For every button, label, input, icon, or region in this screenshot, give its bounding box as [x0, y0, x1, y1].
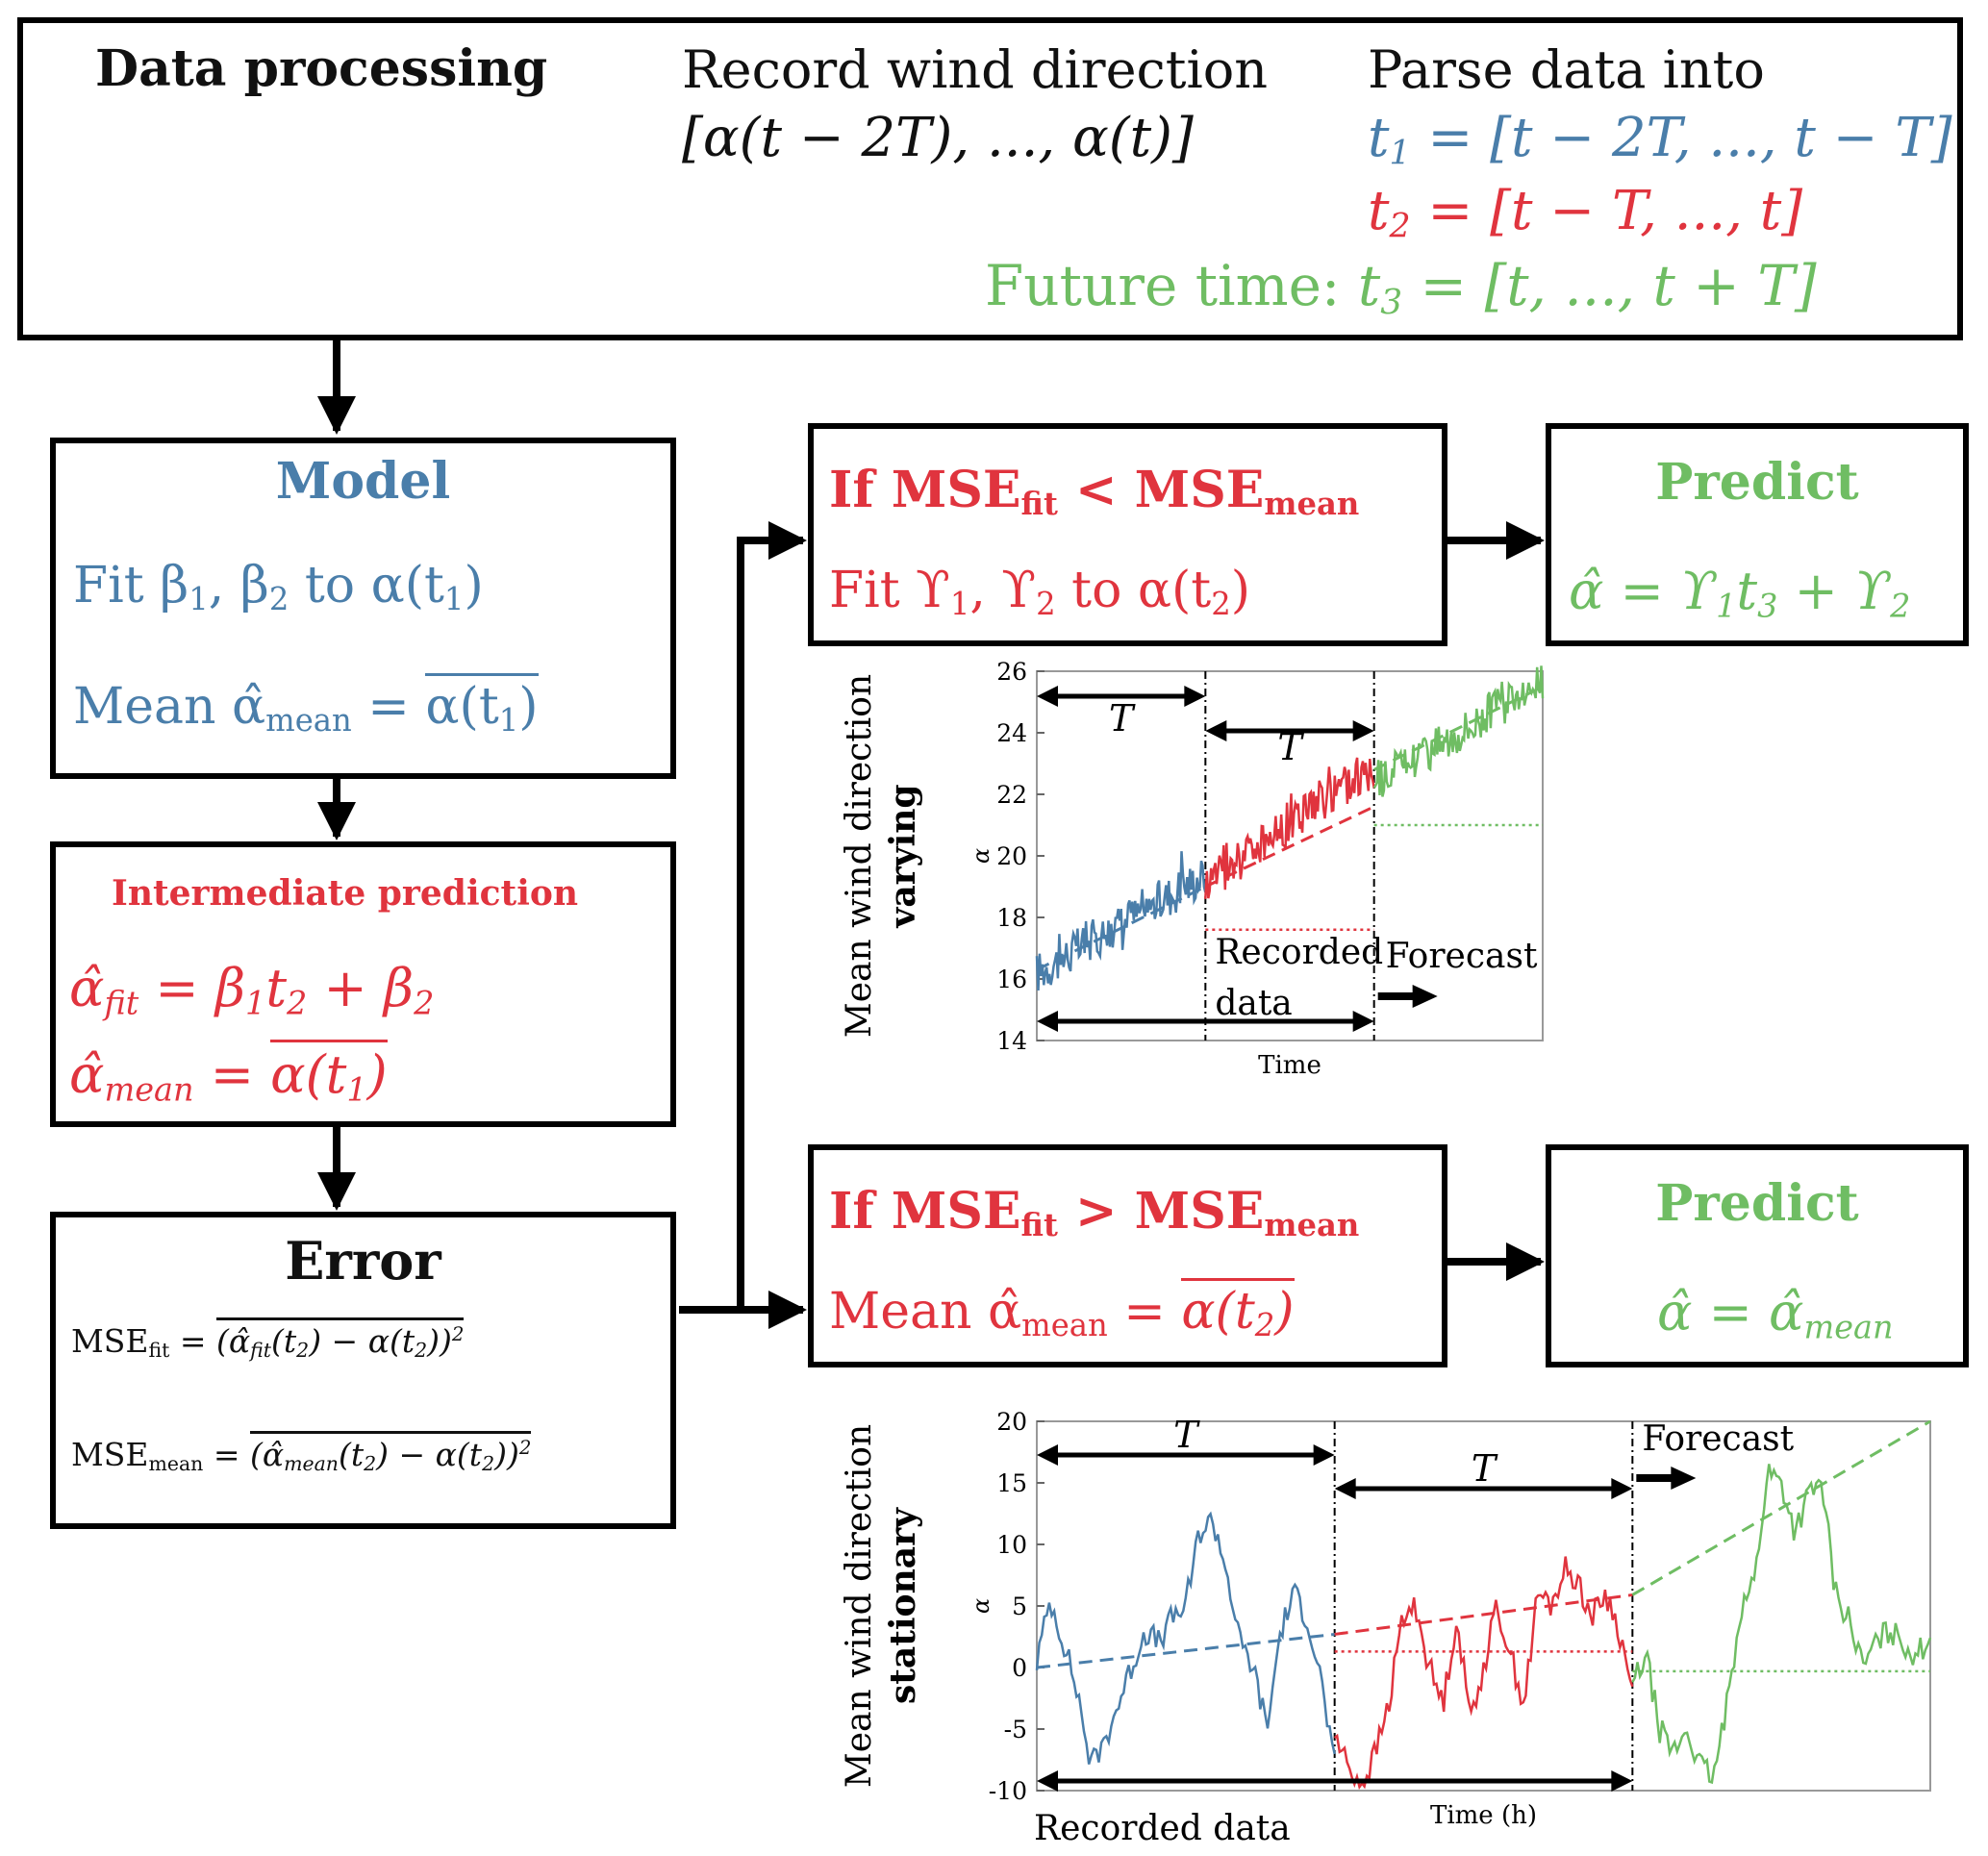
- recorded-span-arrow-head-left: [1037, 1770, 1058, 1792]
- mse-mean-eq: MSEmean = (α̂mean(t2) − α(t2))2: [71, 1431, 532, 1474]
- period-label-2: T: [1277, 726, 1304, 768]
- model-box: Model Fit β1, β2 to α(t1) Mean α̂mean = …: [50, 438, 676, 779]
- condition-mean-line: Mean α̂mean = α(t2): [829, 1278, 1295, 1341]
- forecast-arrow-head: [1671, 1467, 1697, 1490]
- y-tick-label: 22: [996, 781, 1027, 809]
- trend-line-t1: [1036, 1632, 1335, 1669]
- model-fit-text: Fit β1, β2 to α(t1): [73, 557, 484, 618]
- y-axis-label-bold: stationary: [883, 1507, 923, 1704]
- mse-fit-eq: MSEfit = (α̂fit(t2) − α(t2))2: [71, 1317, 465, 1361]
- trend-line-t1: [1036, 885, 1206, 971]
- y-tick-label: 20: [996, 1408, 1027, 1436]
- recorded-label: Recorded data: [1034, 1809, 1291, 1848]
- record-label: Record wind direction: [682, 39, 1269, 100]
- intermediate-mean-eq: α̂mean = α(t1): [69, 1040, 388, 1106]
- intermediate-box: Intermediate prediction α̂fit = β1t2 + β…: [50, 841, 676, 1127]
- predict-mean-title: Predict: [1655, 1174, 1859, 1233]
- trend-line-t2: [1334, 1593, 1633, 1636]
- series-line-t1: [1035, 1511, 1336, 1765]
- predict-fit-eq: α̂ = ϒ1t3 + ϒ2: [1569, 561, 1911, 625]
- y-tick-label: 20: [996, 842, 1027, 870]
- recorded-span-arrow-head-right: [1352, 1011, 1374, 1032]
- y-tick-label: 10: [996, 1531, 1027, 1559]
- period-arrow-1-head-right: [1184, 686, 1206, 707]
- trend-line-t3: [1373, 685, 1544, 771]
- y-tick-label: 24: [996, 719, 1027, 747]
- y-axis-label: Mean wind direction: [840, 1424, 879, 1788]
- y-axis-symbol: α: [968, 848, 994, 864]
- period-arrow-1-head-left: [1037, 686, 1058, 707]
- period-arrow-2-head-left: [1334, 1478, 1356, 1499]
- condition-mean-box: If MSEfit > MSEmean Mean α̂mean = α(t2): [808, 1144, 1447, 1367]
- period-arrow-2-head-left: [1205, 720, 1227, 741]
- y-tick-label: 18: [996, 904, 1027, 932]
- predict-mean-box: Predict α̂ = α̂mean: [1546, 1144, 1969, 1367]
- recorded-span-arrow-head-right: [1611, 1770, 1633, 1792]
- predict-mean-eq: α̂ = α̂mean: [1657, 1282, 1894, 1346]
- y-tick-label: 0: [1012, 1654, 1027, 1682]
- t3-definition: Future time: t3 = [t, ..., t + T]: [985, 253, 1817, 322]
- condition-fit-box: If MSEfit < MSEmean Fit ϒ1, ϒ2 to α(t2): [808, 423, 1447, 646]
- intermediate-title: Intermediate prediction: [112, 873, 579, 914]
- condition-mean-title: If MSEfit > MSEmean: [829, 1182, 1360, 1244]
- period-arrow-2-head-right: [1352, 720, 1374, 741]
- trend-line-t2: [1204, 805, 1375, 889]
- model-title: Model: [275, 452, 451, 511]
- model-mean-text: Mean α̂mean = α(t1): [73, 673, 539, 736]
- intermediate-fit-eq: α̂fit = β1t2 + β2: [69, 958, 435, 1022]
- y-tick-label: -10: [989, 1777, 1027, 1805]
- period-arrow-2-head-right: [1611, 1478, 1633, 1499]
- y-axis-label: Mean wind direction: [840, 674, 879, 1038]
- connector-branch: [737, 521, 807, 1310]
- period-arrow-1-head-right: [1313, 1444, 1335, 1466]
- t2-definition: t2 = [t − T, ..., t]: [1368, 180, 1803, 246]
- recorded-span-arrow-head-left: [1037, 1011, 1058, 1032]
- y-axis-label-bold: varying: [883, 784, 923, 928]
- series-line-t3: [1631, 1464, 1932, 1785]
- period-label-1: T: [1173, 1414, 1200, 1456]
- series-line-t1: [1035, 851, 1207, 991]
- series-line-t2: [1204, 757, 1375, 899]
- y-tick-label: 15: [996, 1469, 1027, 1497]
- data-processing-title: Data processing: [95, 39, 548, 98]
- error-box: Error MSEfit = (α̂fit(t2) − α(t2))2 MSEm…: [50, 1212, 676, 1529]
- forecast-label: Forecast: [1642, 1419, 1794, 1459]
- parse-label: Parse data into: [1368, 39, 1765, 100]
- predict-fit-box: Predict α̂ = ϒ1t3 + ϒ2: [1546, 423, 1969, 646]
- data-processing-box: Data processing Record wind direction [α…: [17, 17, 1963, 340]
- record-formula: [α(t − 2T), ..., α(t)]: [682, 107, 1194, 169]
- period-label-1: T: [1109, 697, 1136, 740]
- period-arrow-1-head-left: [1037, 1444, 1058, 1466]
- period-label-2: T: [1472, 1447, 1498, 1490]
- y-tick-label: 5: [1012, 1593, 1027, 1620]
- error-title: Error: [285, 1230, 441, 1292]
- y-tick-label: 26: [996, 658, 1027, 686]
- x-axis-label: Time (h): [1430, 1801, 1537, 1830]
- condition-fit-title: If MSEfit < MSEmean: [829, 461, 1360, 523]
- predict-fit-title: Predict: [1655, 453, 1859, 512]
- y-tick-label: -5: [1004, 1716, 1027, 1743]
- y-axis-symbol: α: [968, 1598, 994, 1614]
- trend-line-t3: [1631, 1419, 1931, 1596]
- condition-fit-line: Fit ϒ1, ϒ2 to α(t2): [829, 562, 1251, 623]
- t1-definition: t1 = [t − 2T, ..., t − T]: [1368, 107, 1952, 173]
- forecast-arrow-head: [1412, 985, 1438, 1008]
- series-line-t2: [1333, 1556, 1634, 1791]
- recorded-label-1: Recorded: [1215, 933, 1383, 972]
- y-tick-label: 14: [996, 1027, 1027, 1055]
- forecast-label: Forecast: [1386, 937, 1538, 976]
- series-line-t3: [1372, 665, 1545, 797]
- y-tick-label: 16: [996, 966, 1027, 993]
- x-axis-label: Time: [1258, 1051, 1321, 1080]
- recorded-label-2: data: [1215, 984, 1292, 1023]
